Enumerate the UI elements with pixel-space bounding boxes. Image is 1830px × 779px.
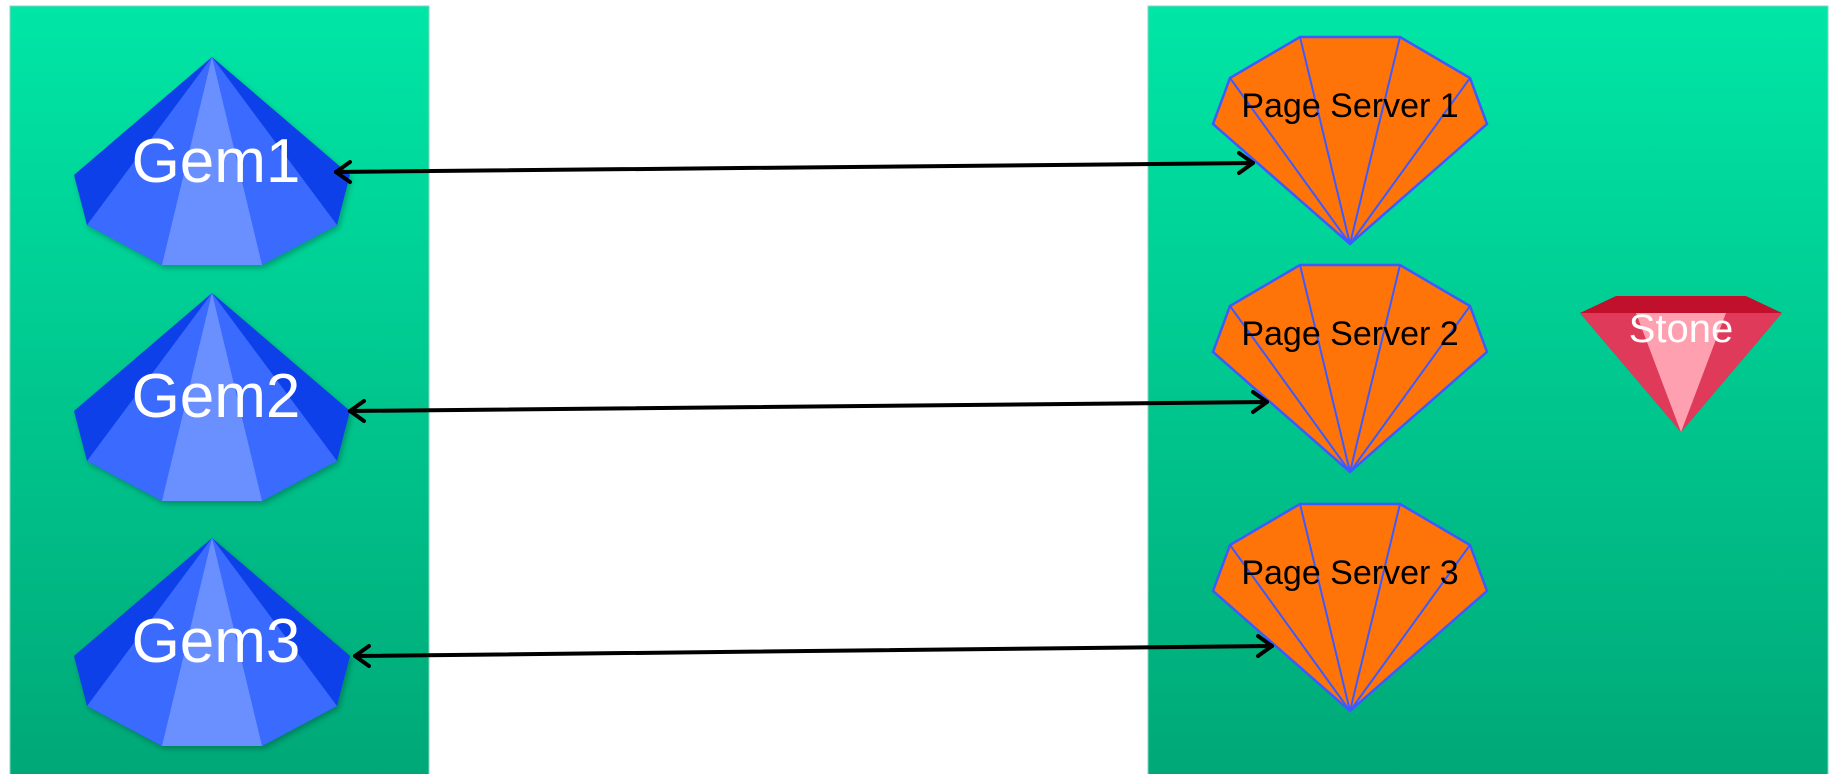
gem-label: Gem2 [132, 362, 301, 431]
page-server-3: Page Server 3 [1211, 502, 1489, 713]
page-server-label: Page Server 1 [1241, 87, 1458, 125]
gem-label: Gem3 [132, 607, 301, 676]
gem-3: Gem3 [74, 538, 350, 746]
page-server-label: Page Server 3 [1241, 554, 1458, 592]
stone-label: Stone [1629, 307, 1734, 351]
stone: Stone [1580, 296, 1782, 432]
page-server-label: Page Server 2 [1241, 315, 1458, 353]
page-server-2: Page Server 2 [1211, 263, 1489, 474]
gem-2: Gem2 [74, 293, 350, 501]
arrow-gem1-pageserver1 [334, 151, 1255, 184]
arrows [334, 151, 1274, 668]
arrow-gem3-pageserver3 [353, 634, 1274, 668]
page-server-1: Page Server 1 [1211, 35, 1489, 246]
gem-1: Gem1 [74, 57, 350, 265]
gem-label: Gem1 [132, 127, 301, 196]
arrow-gem2-pageserver2 [348, 390, 1269, 423]
